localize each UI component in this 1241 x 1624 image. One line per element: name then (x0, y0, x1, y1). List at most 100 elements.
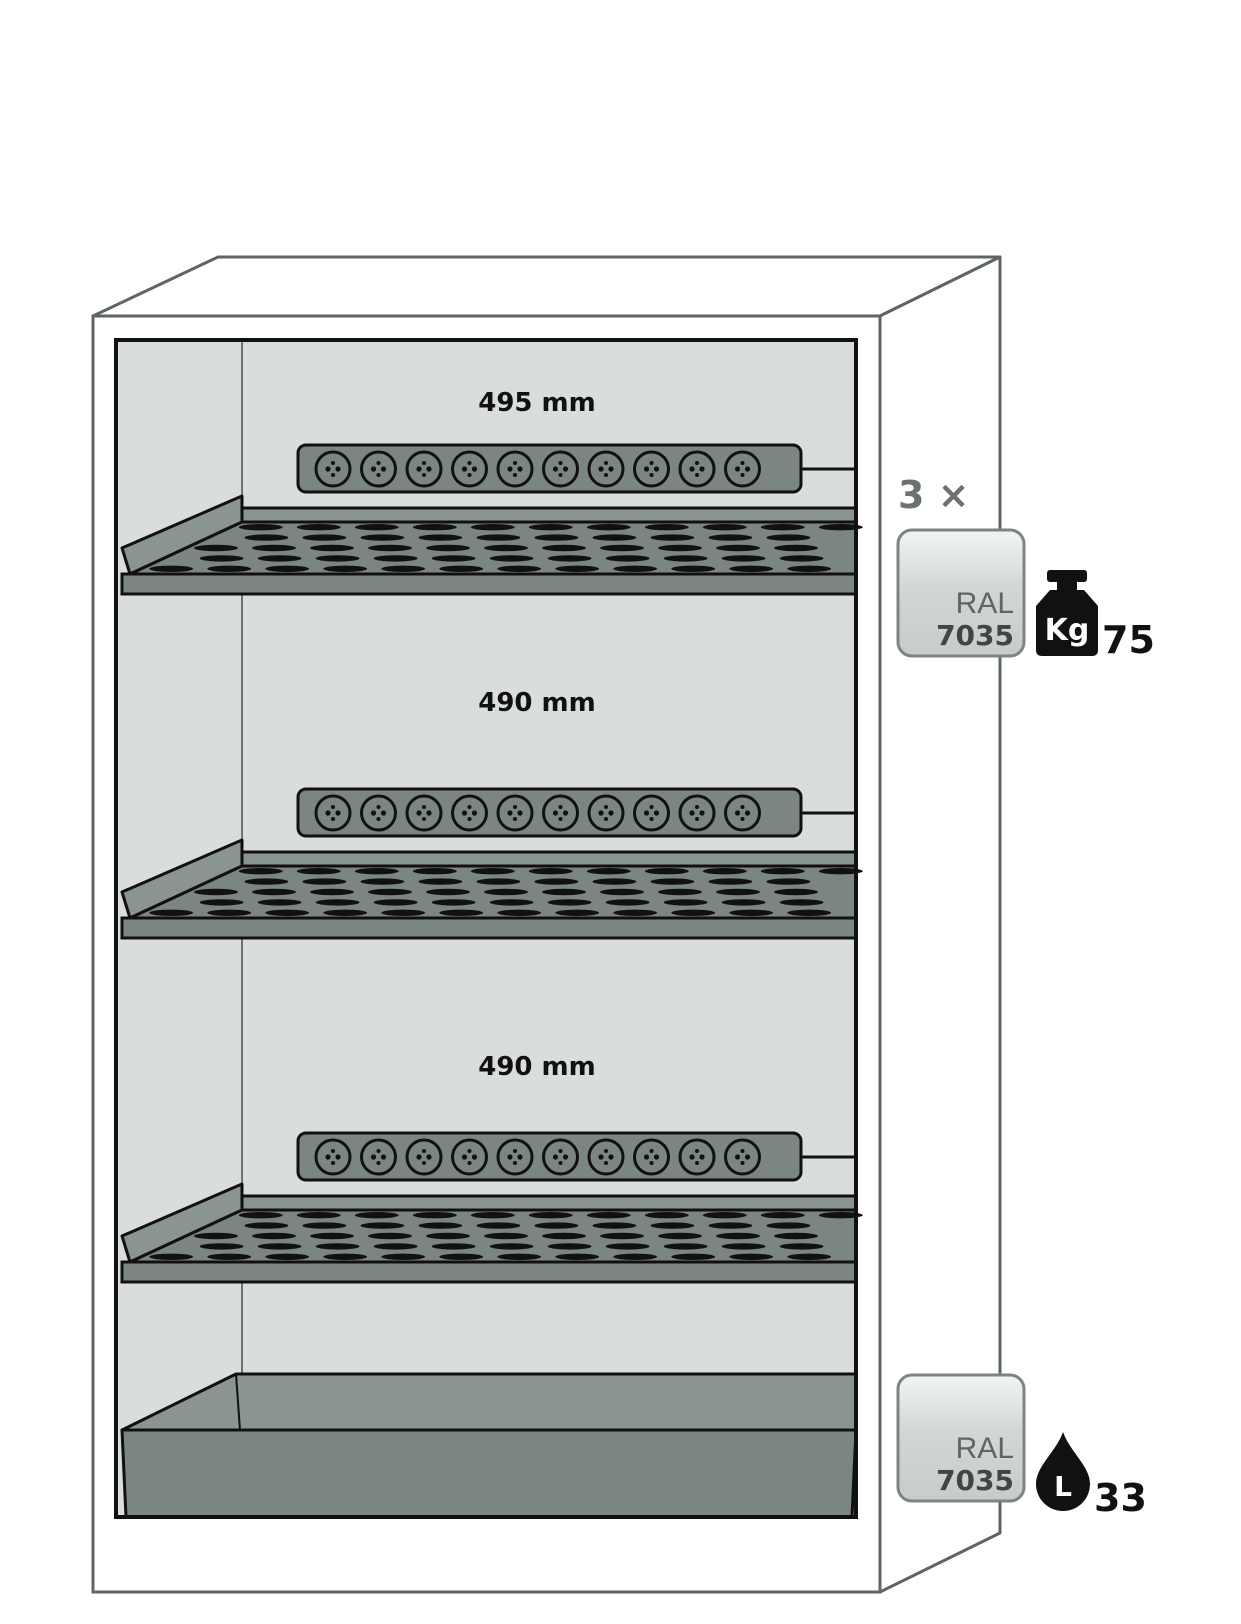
socket-icon (496, 450, 534, 488)
socket-pin (507, 810, 513, 816)
shelf-perforation (613, 565, 658, 572)
socket-pin (604, 817, 608, 821)
shelf-perforation (586, 524, 631, 531)
shelf-perforation (476, 534, 521, 541)
socket-pin (461, 1154, 468, 1160)
socket-pin (558, 1161, 563, 1165)
socket-pin (740, 461, 745, 465)
shelf-perforation (244, 534, 289, 541)
shelf-perforation (439, 565, 484, 572)
socket-pin (740, 805, 745, 809)
shelf-perforation (644, 1212, 689, 1219)
shelf-perforation (489, 1243, 534, 1250)
shelf-perforation (787, 1253, 832, 1261)
shelf-perforation (484, 888, 528, 896)
shelf-front-edge (120, 572, 858, 596)
shelf-perforation (368, 544, 412, 552)
socket-pin (422, 1149, 426, 1153)
socket-pin (695, 1149, 699, 1153)
socket-pin (653, 810, 660, 816)
socket-pin (734, 810, 741, 816)
socket-pin (598, 1154, 604, 1160)
socket-icon (542, 1138, 579, 1176)
socket-pin (740, 817, 745, 821)
weight-icon-handle (1047, 570, 1087, 582)
shelf-perforation (360, 534, 405, 541)
socket-pin (422, 1161, 426, 1165)
socket-icon (633, 1138, 670, 1176)
shelf-perforation (149, 1253, 194, 1261)
sump-color-swatch: RAL 7035 (896, 1373, 1026, 1503)
shelf-perforation (497, 909, 542, 916)
shelf-height-label-3: 490 mm (478, 1052, 596, 1082)
socket-pin (461, 810, 468, 816)
shelf-perforation (470, 868, 515, 875)
shelf-perforation (252, 888, 296, 896)
shelf-perforation (238, 868, 283, 875)
socket-pin (467, 1161, 472, 1165)
sump-color-code: 7035 (936, 1464, 1014, 1497)
socket-pin (562, 810, 569, 816)
socket-pin (604, 473, 608, 477)
shelf-perforation (547, 899, 592, 906)
socket-pin (416, 466, 422, 472)
shelf-perforation (310, 544, 354, 552)
socket-pin (331, 473, 335, 477)
shelf-perforation (302, 878, 347, 885)
volume-unit-label: L (1054, 1470, 1072, 1503)
shelf-perforation (244, 1222, 289, 1229)
socket-pin (608, 1154, 614, 1160)
shelf-perforation (708, 534, 753, 541)
socket-pin (695, 461, 699, 465)
socket-icon (405, 1138, 443, 1176)
socket-pin (649, 1149, 654, 1153)
shelf-quantity-label: 3 × (898, 473, 970, 517)
socket-pin (653, 1154, 660, 1160)
shelf-perforation (323, 565, 368, 572)
socket-pin (325, 466, 331, 472)
socket-pin (649, 805, 654, 809)
socket-pin (461, 466, 468, 472)
socket-pin (608, 466, 614, 472)
shelf-perforation (426, 1232, 470, 1240)
shelf-perforation (426, 888, 470, 896)
shelf-perforation (354, 524, 399, 531)
socket-pin (380, 810, 387, 816)
sump-front-face (120, 1428, 858, 1519)
socket-pin (331, 805, 335, 809)
socket-pin (376, 1149, 381, 1153)
shelf-perforation (412, 524, 457, 531)
shelf-perforation (605, 899, 650, 906)
socket-icon (542, 794, 579, 832)
shelf-perforation (729, 909, 774, 916)
socket-pin (513, 805, 517, 809)
shelf-perforation (149, 565, 194, 572)
socket-pin (422, 473, 426, 477)
shelf-perforation (586, 1212, 631, 1219)
socket-pin (643, 810, 650, 816)
shelf-perforation (244, 878, 289, 885)
socket-pin (513, 461, 517, 465)
socket-pin (562, 466, 569, 472)
socket-pin (467, 1149, 472, 1153)
socket-pin (643, 466, 650, 472)
socket-pin (744, 810, 751, 816)
socket-pin (695, 817, 699, 821)
shelf-perforation (592, 878, 637, 885)
shelf-perforation (663, 899, 708, 906)
socket-icon (360, 450, 397, 488)
socket-pin (689, 810, 695, 816)
shelf-perforation (721, 555, 766, 562)
socket-pin (513, 817, 517, 821)
shelf-perforation (774, 1232, 818, 1240)
socket-pin (422, 805, 426, 809)
shelf-perforation (368, 1232, 412, 1240)
shelf-perforation (257, 1243, 302, 1250)
shelf-color-code: 7035 (936, 619, 1014, 652)
cabinet-top-face (91, 255, 1002, 318)
socket-pin (331, 1161, 335, 1165)
liquid-drop-icon: L (1036, 1432, 1090, 1511)
shelf-perforation (315, 1243, 360, 1250)
shelf-perforation (381, 1253, 426, 1261)
socket-icon (587, 1138, 625, 1176)
